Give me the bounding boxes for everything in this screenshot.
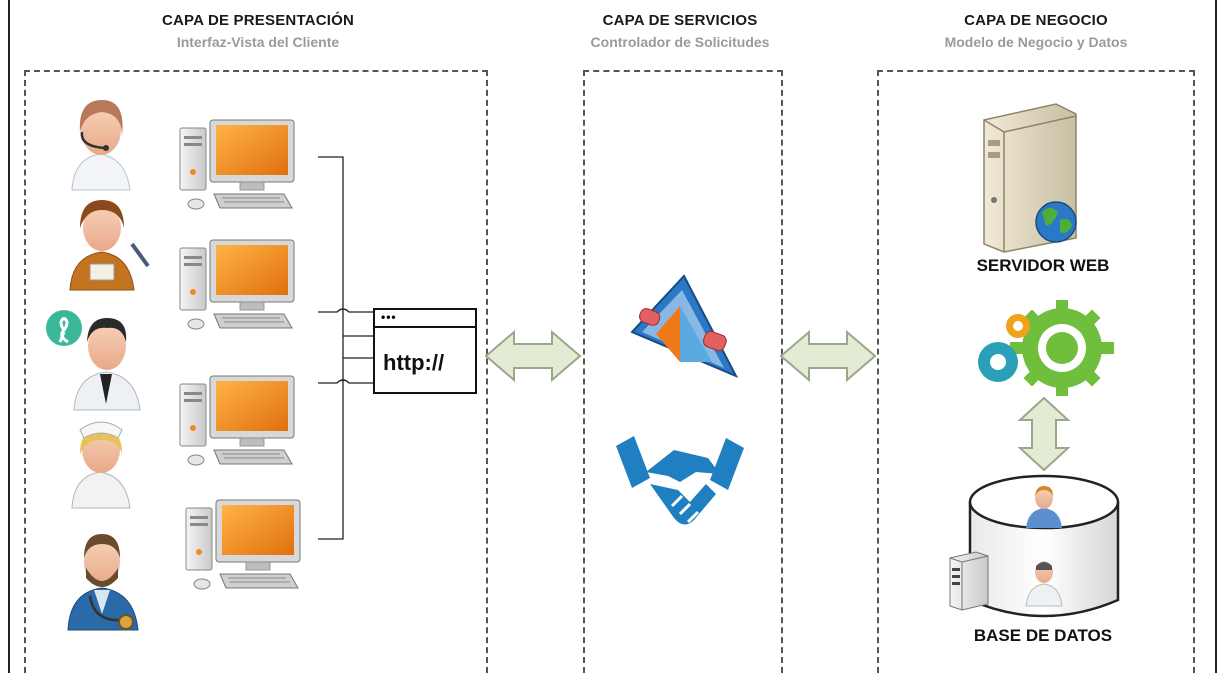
presentation-layer-header: CAPA DE PRESENTACIÓN Interfaz-Vista del … [108,12,408,50]
web-server-label: SERVIDOR WEB [976,256,1110,275]
patient-record-icon [1026,486,1062,528]
database-cylinder-icon [949,474,1120,618]
nurse-icon [71,421,131,509]
presentation-layer-title: CAPA DE PRESENTACIÓN [161,12,355,29]
business-layer-title: CAPA DE NEGOCIO [964,12,1108,29]
gears-database-double-arrow [1017,396,1071,472]
diagram-frame [8,0,1217,673]
browser-window-icon: ••• http:// [373,308,477,394]
network-connector-lines [318,156,373,540]
business-layer-subtitle: Modelo de Negocio y Datos [944,34,1128,50]
doctor-ribbon-icon [46,310,141,411]
client-computer-icon [179,375,295,466]
services-layer-subtitle: Controlador de Solicitudes [590,34,770,50]
services-layer-title: CAPA DE SERVICIOS [602,12,758,29]
client-computer-icon [179,119,295,210]
presentation-layer-panel [24,70,488,673]
settings-gears-icon [978,300,1114,396]
presentation-layer-subtitle: Interfaz-Vista del Cliente [176,34,340,50]
presentation-services-double-arrow [484,329,582,383]
client-computer-icon [179,239,295,330]
receptionist-icon [69,200,150,291]
services-layer-header: CAPA DE SERVICIOS Controlador de Solicit… [530,12,830,50]
database-label: BASE DE DATOS [973,626,1113,645]
operator-headset-icon [71,100,131,191]
medical-staff-record-icon [1025,561,1063,607]
browser-title-bar: ••• [375,310,475,328]
browser-url-text: http:// [383,350,445,375]
services-business-double-arrow [779,329,877,383]
business-layer-header: CAPA DE NEGOCIO Modelo de Negocio y Dato… [886,12,1186,50]
doctor-stethoscope-icon [67,534,139,631]
web-server-icon [983,103,1077,253]
client-computer-icon [185,499,301,590]
database-server-icon [949,551,989,611]
business-layer-panel [877,70,1195,673]
controller-prism-icon [630,274,739,379]
browser-dots: ••• [381,310,397,324]
services-layer-panel [583,70,783,673]
handshake-icon [616,436,744,525]
